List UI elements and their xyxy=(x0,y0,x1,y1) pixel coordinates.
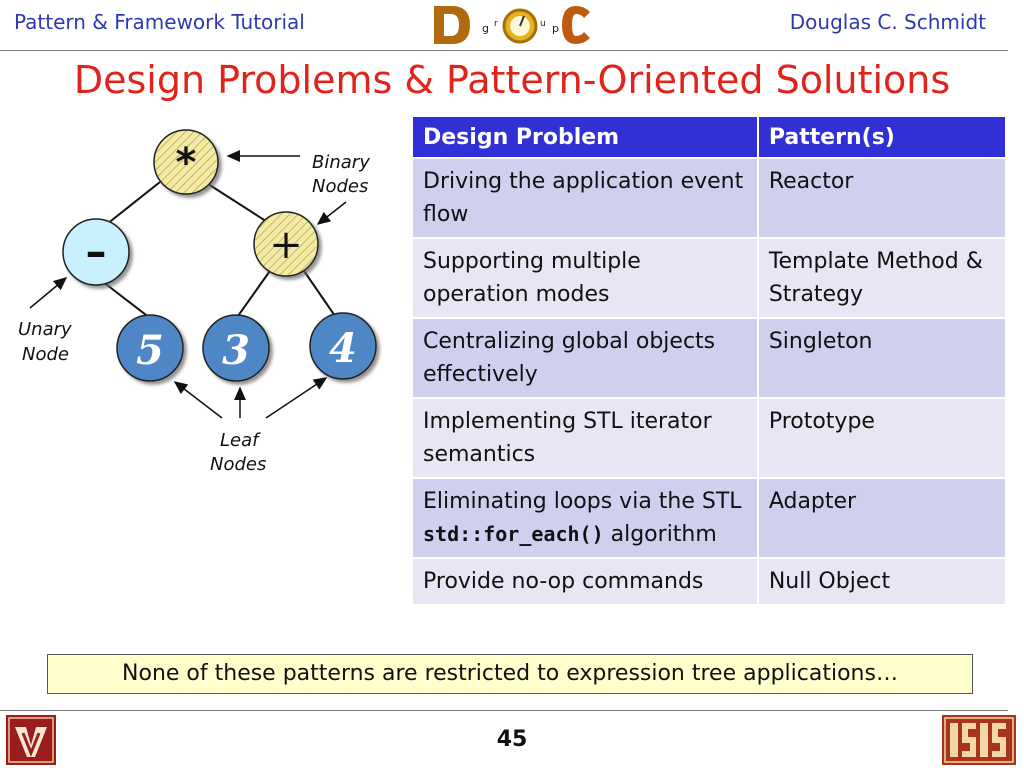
tree-node-binary xyxy=(253,211,319,277)
unary-node-label-line1: Unary xyxy=(18,319,72,340)
logo-letter-u: u xyxy=(540,19,546,29)
problem-cell: Eliminating loops via the STL std::for_e… xyxy=(411,477,759,559)
pattern-cell: Null Object xyxy=(756,557,1008,606)
tree-node-leaf-3 xyxy=(202,314,270,382)
pattern-cell: Singleton xyxy=(756,317,1008,399)
problem-text-pre: Eliminating loops via the STL xyxy=(423,489,742,514)
vanderbilt-v-logo-icon xyxy=(6,715,56,765)
leaf-nodes-label-line1: Leaf xyxy=(220,430,261,451)
pattern-cell: Prototype xyxy=(756,397,1008,479)
isis-logo-icon xyxy=(942,715,1016,765)
binary-nodes-label-line2: Nodes xyxy=(312,176,368,197)
column-header-patterns: Pattern(s) xyxy=(756,115,1008,159)
unary-node-label-line2: Node xyxy=(22,344,69,365)
note-callout: None of these patterns are restricted to… xyxy=(47,654,973,694)
design-problems-table: Design Problem Pattern(s) Driving the ap… xyxy=(411,115,1008,606)
table-row: Eliminating loops via the STL std::for_e… xyxy=(411,477,1008,559)
binary-node-symbol: + xyxy=(269,222,303,268)
problem-code: std::for_each() xyxy=(423,522,604,546)
table-row: Driving the application event flow React… xyxy=(411,157,1008,239)
binary-nodes-label-line1: Binary xyxy=(312,152,370,173)
leaf-node-5-value: 5 xyxy=(136,327,164,374)
table-header-row: Design Problem Pattern(s) xyxy=(411,115,1008,159)
tree-node-root xyxy=(153,129,219,195)
tree-edges xyxy=(97,181,336,319)
problem-text-post: algorithm xyxy=(610,522,717,547)
annotation-arrows xyxy=(29,150,347,419)
problem-cell: Driving the application event flow xyxy=(411,157,759,239)
header-divider xyxy=(0,50,1008,51)
pattern-cell: Reactor xyxy=(756,157,1008,239)
header-author: Douglas C. Schmidt xyxy=(789,10,986,34)
expression-tree-diagram: * – + 5 3 4 Binary Nodes Unary Node Leaf… xyxy=(18,129,377,475)
table-row: Supporting multiple operation modes Temp… xyxy=(411,237,1008,319)
table-row: Implementing STL iterator semantics Prot… xyxy=(411,397,1008,479)
slide-title: Design Problems & Pattern-Oriented Solut… xyxy=(73,58,951,102)
logo-letter-r: r xyxy=(494,19,498,29)
tree-node-leaf-5 xyxy=(116,314,184,382)
logo-letter-p: p xyxy=(552,22,559,35)
leaf-nodes-label-line2: Nodes xyxy=(210,454,266,475)
problem-cell: Supporting multiple operation modes xyxy=(411,237,759,319)
doc-group-logo-icon: g r u p xyxy=(434,6,590,44)
table-row: Centralizing global objects effectively … xyxy=(411,317,1008,399)
header-left-title: Pattern & Framework Tutorial xyxy=(14,10,305,34)
column-header-design-problem: Design Problem xyxy=(411,115,759,159)
pattern-cell: Template Method & Strategy xyxy=(756,237,1008,319)
leaf-node-4-value: 4 xyxy=(329,325,357,372)
pattern-cell: Adapter xyxy=(756,477,1008,559)
table-row: Provide no-op commands Null Object xyxy=(411,557,1008,606)
tree-node-leaf-4 xyxy=(309,312,377,380)
root-node-symbol: * xyxy=(176,140,197,186)
logo-letter-g: g xyxy=(482,22,489,35)
unary-node-symbol: – xyxy=(86,227,107,276)
problem-cell: Provide no-op commands xyxy=(411,557,759,606)
tree-node-unary xyxy=(62,218,130,286)
page-number: 45 xyxy=(496,727,528,752)
footer-divider xyxy=(0,710,1008,711)
problem-cell: Implementing STL iterator semantics xyxy=(411,397,759,479)
leaf-node-3-value: 3 xyxy=(222,327,250,374)
problem-cell: Centralizing global objects effectively xyxy=(411,317,759,399)
